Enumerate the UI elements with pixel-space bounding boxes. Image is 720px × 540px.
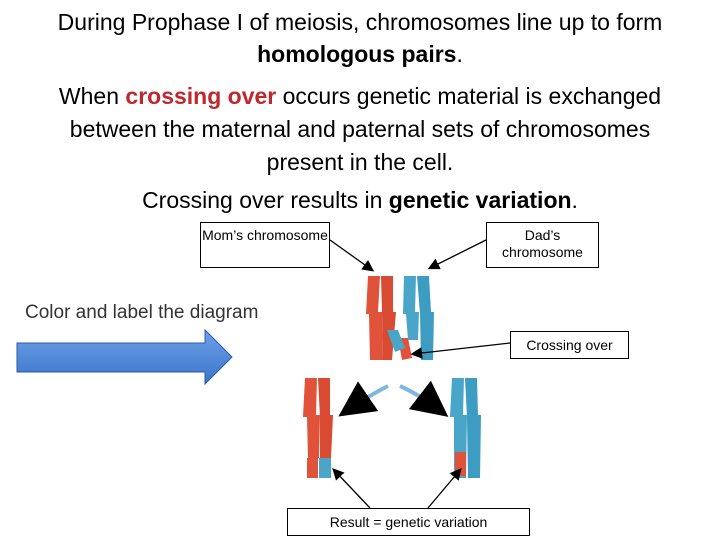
result-pointer-left [332,468,371,509]
homologous-pairs-term: homologous pairs [257,41,457,67]
dad-chromosome-label: Dad’s chromosome [486,222,599,268]
mom-pointer-arrow [329,239,375,272]
crossing-over-label: Crossing over [510,331,629,359]
big-blue-arrow [16,328,233,386]
crossing-over-term: crossing over [125,83,277,109]
split-arrow-left [338,381,389,417]
dad-pointer-arrow [427,239,487,270]
mom-chromosome-label: Mom’s chromosome [200,222,330,268]
intro-line-1: During Prophase I of meiosis, chromosome… [0,8,720,37]
result-chromosome-right [450,378,481,478]
genetic-variation-term: genetic variation [388,187,572,213]
crossing-line-1: When crossing over occurs genetic materi… [58,83,662,109]
intro-text: During Prophase I of meiosis, chromosome… [57,9,663,35]
maternal-chromosome-top [366,276,396,360]
split-arrow-right [399,380,449,417]
intro-line-2: homologous pairs. [257,41,463,67]
crossing-over-pointer-arrow [410,342,511,359]
result-sentence: Crossing over results in genetic variati… [142,187,578,213]
crossing-line-3: present in the cell. [266,149,454,175]
result-pointer-right [427,468,462,509]
paternal-chromosome-top [387,276,434,360]
result-label: Result = genetic variation [287,508,530,536]
result-chromosome-left [303,378,333,478]
instruction-text: Color and label the diagram [25,302,259,323]
crossing-line-2: between the maternal and paternal sets o… [69,116,651,142]
